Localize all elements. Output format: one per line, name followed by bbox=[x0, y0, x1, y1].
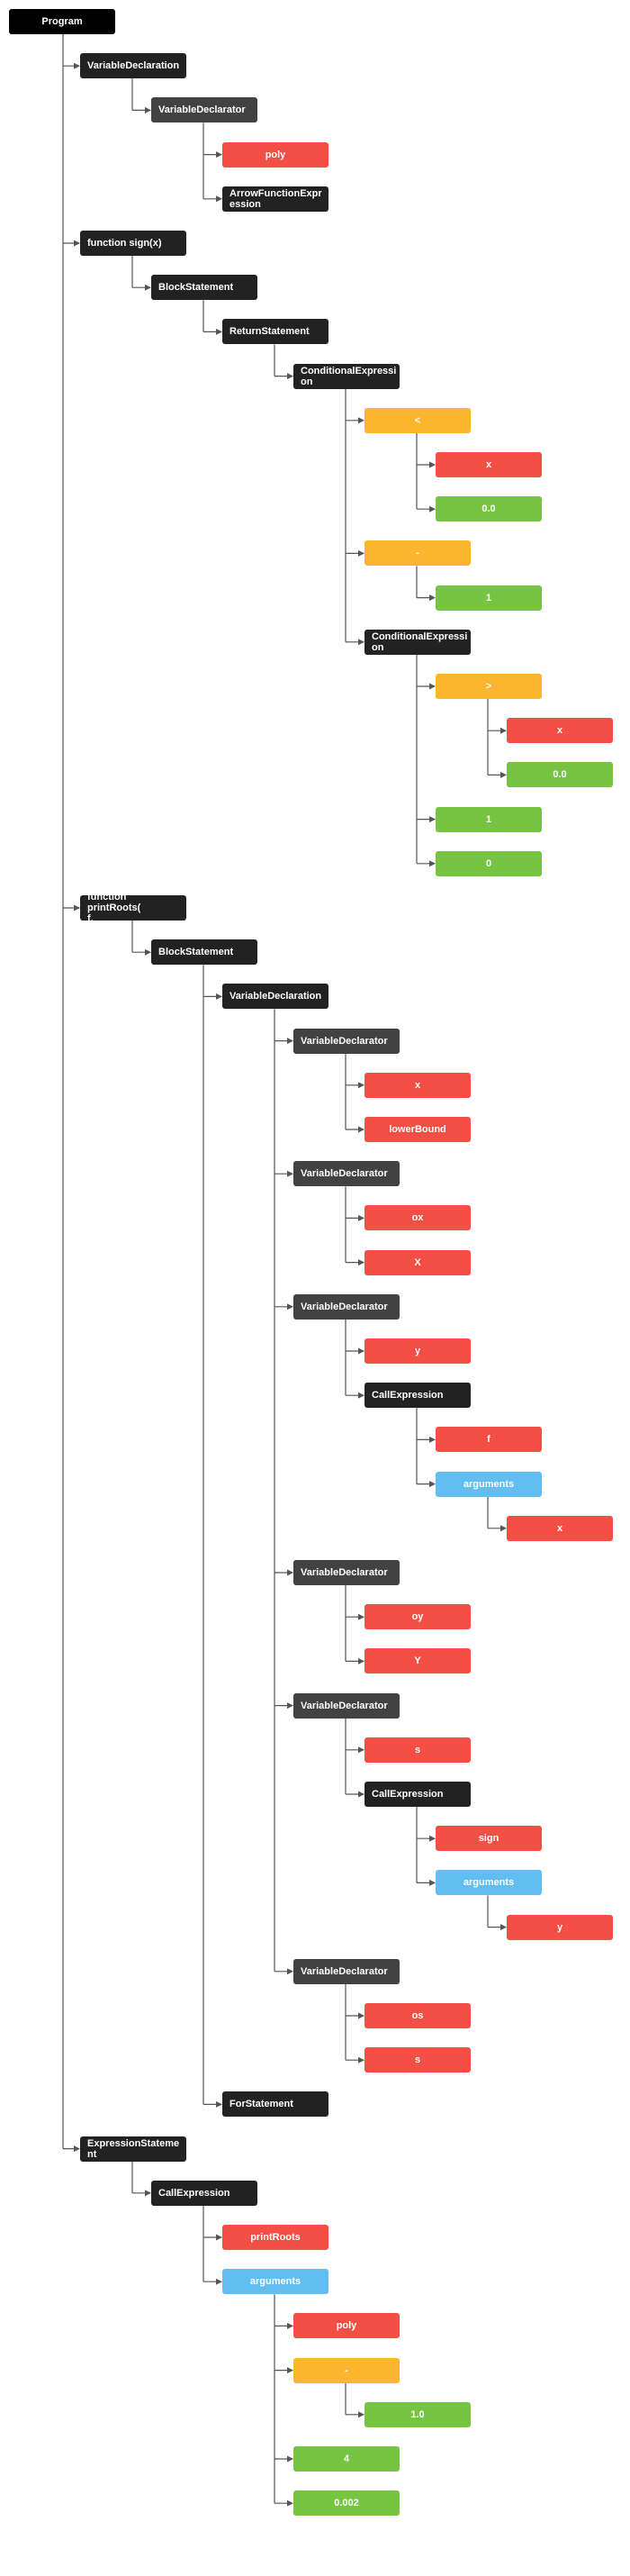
node-literal-0[interactable]: 0 bbox=[436, 850, 542, 876]
node-declarator-variabledeclarator[interactable]: VariableDeclarator bbox=[293, 1293, 400, 1320]
node-declarator-variabledeclarator[interactable]: VariableDeclarator bbox=[293, 1028, 400, 1054]
node-statement-function-sign-x[interactable]: function sign(x) bbox=[80, 231, 186, 256]
node-literal-0-0[interactable]: 0.0 bbox=[507, 762, 613, 788]
node-identifier-x[interactable]: x bbox=[507, 718, 613, 744]
node-program-program[interactable]: Program bbox=[9, 9, 115, 34]
node-identifier-f[interactable]: f bbox=[436, 1427, 542, 1453]
node-statement-expressionstatement[interactable]: ExpressionStateme nt bbox=[80, 2136, 186, 2162]
node-declarator-variabledeclarator[interactable]: VariableDeclarator bbox=[151, 97, 257, 123]
node-statement-callexpression[interactable]: CallExpression bbox=[151, 2180, 257, 2206]
node-identifier-ox[interactable]: ox bbox=[364, 1205, 471, 1231]
node-identifier-y[interactable]: Y bbox=[364, 1648, 471, 1674]
node-identifier-x[interactable]: x bbox=[507, 1515, 613, 1541]
node-statement-blockstatement[interactable]: BlockStatement bbox=[151, 275, 257, 301]
node-identifier-poly[interactable]: poly bbox=[222, 141, 328, 168]
node-identifier-s[interactable]: s bbox=[364, 1737, 471, 1763]
node-identifier-oy[interactable]: oy bbox=[364, 1604, 471, 1630]
node-statement-variabledeclaration[interactable]: VariableDeclaration bbox=[222, 984, 328, 1010]
node-literal-1[interactable]: 1 bbox=[436, 585, 542, 611]
node-identifier-poly[interactable]: poly bbox=[293, 2313, 400, 2339]
node-literal-4[interactable]: 4 bbox=[293, 2446, 400, 2472]
node-arguments-arguments[interactable]: arguments bbox=[222, 2269, 328, 2295]
node-identifier-s[interactable]: s bbox=[364, 2047, 471, 2073]
node-identifier-sign[interactable]: sign bbox=[436, 1826, 542, 1852]
node-statement-blockstatement[interactable]: BlockStatement bbox=[151, 939, 257, 966]
node-literal-0-0[interactable]: 0.0 bbox=[436, 496, 542, 522]
node-statement-variabledeclaration[interactable]: VariableDeclaration bbox=[80, 53, 186, 79]
node-statement-conditionalexpression[interactable]: ConditionalExpressi on bbox=[364, 629, 471, 655]
node-statement-conditionalexpression[interactable]: ConditionalExpressi on bbox=[293, 363, 400, 389]
node-statement-returnstatement[interactable]: ReturnStatement bbox=[222, 319, 328, 345]
node-statement-callexpression[interactable]: CallExpression bbox=[364, 1383, 471, 1409]
node-identifier-x[interactable]: x bbox=[436, 452, 542, 477]
node-arguments-arguments[interactable]: arguments bbox=[436, 1870, 542, 1896]
node-identifier-y[interactable]: y bbox=[364, 1338, 471, 1364]
node-statement-arrowfunctionexpression[interactable]: ArrowFunctionExpr ession bbox=[222, 186, 328, 212]
node-declarator-variabledeclarator[interactable]: VariableDeclarator bbox=[293, 1161, 400, 1187]
node-literal-1-0[interactable]: 1.0 bbox=[364, 2401, 471, 2427]
node-operator-op[interactable]: - bbox=[364, 540, 471, 567]
node-identifier-y[interactable]: y bbox=[507, 1914, 613, 1940]
node-declarator-variabledeclarator[interactable]: VariableDeclarator bbox=[293, 1958, 400, 1984]
node-identifier-x[interactable]: x bbox=[364, 1072, 471, 1098]
node-literal-0-002[interactable]: 0.002 bbox=[293, 2490, 400, 2517]
node-operator-op[interactable]: - bbox=[293, 2357, 400, 2383]
node-statement-function-printroots-f[interactable]: function printRoots( f, bbox=[80, 895, 186, 921]
node-declarator-variabledeclarator[interactable]: VariableDeclarator bbox=[293, 1692, 400, 1719]
node-statement-forstatement[interactable]: ForStatement bbox=[222, 2091, 328, 2118]
node-identifier-x[interactable]: X bbox=[364, 1249, 471, 1275]
node-operator-op[interactable]: > bbox=[436, 674, 542, 699]
node-statement-callexpression[interactable]: CallExpression bbox=[364, 1782, 471, 1807]
node-identifier-printroots[interactable]: printRoots bbox=[222, 2225, 328, 2250]
node-operator-op[interactable]: < bbox=[364, 407, 471, 433]
node-declarator-variabledeclarator[interactable]: VariableDeclarator bbox=[293, 1560, 400, 1585]
node-literal-1[interactable]: 1 bbox=[436, 806, 542, 832]
node-identifier-lowerbound[interactable]: lowerBound bbox=[364, 1117, 471, 1142]
node-identifier-os[interactable]: os bbox=[364, 2003, 471, 2028]
node-arguments-arguments[interactable]: arguments bbox=[436, 1471, 542, 1497]
